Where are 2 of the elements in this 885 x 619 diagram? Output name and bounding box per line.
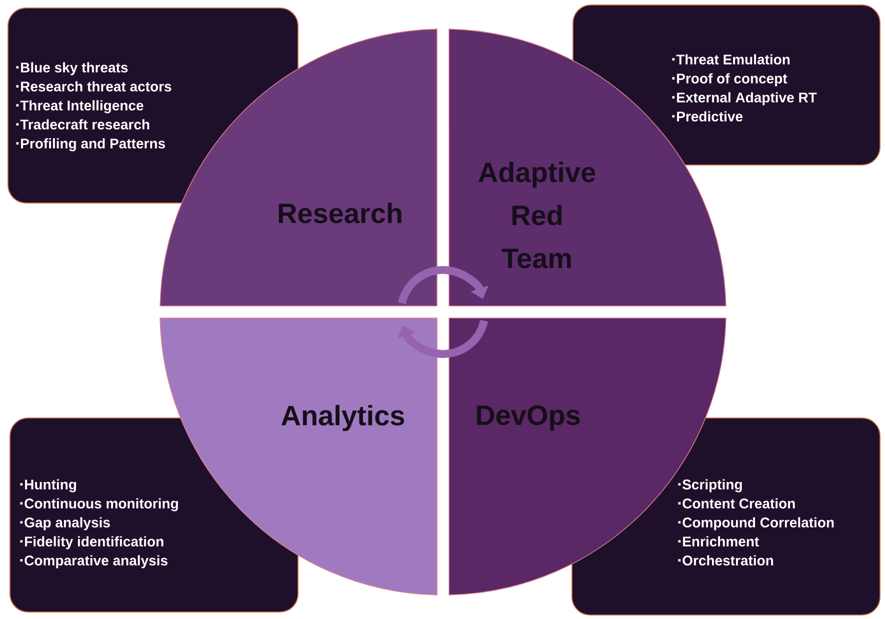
cycle-arrow xyxy=(398,266,488,304)
cycle-arrow xyxy=(398,320,488,358)
